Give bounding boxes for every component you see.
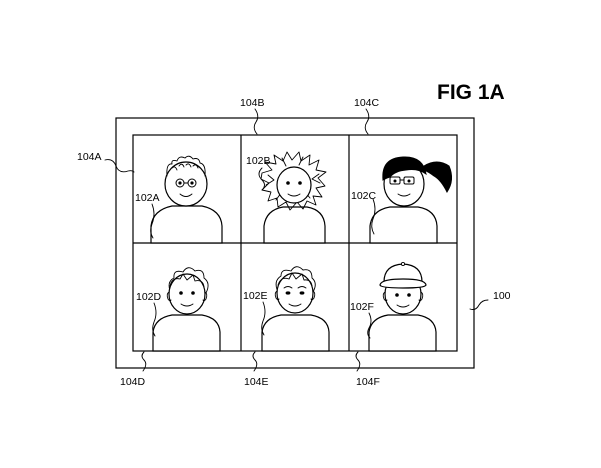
ref-100: 100 xyxy=(493,290,511,302)
smile-icon xyxy=(396,304,410,308)
left-eye-icon xyxy=(179,291,183,295)
cap-icon xyxy=(379,261,427,289)
leader-104f xyxy=(355,351,361,372)
participant-b-head xyxy=(276,166,312,204)
leader-104b xyxy=(253,108,259,135)
ref-102a: 102A xyxy=(135,192,160,204)
short-hair-icon xyxy=(275,266,316,293)
leader-102a xyxy=(150,203,155,239)
glasses-icon xyxy=(389,176,415,185)
leader-104a xyxy=(104,159,135,173)
participant-d-body xyxy=(152,314,221,352)
ref-104f: 104F xyxy=(356,376,380,388)
ref-102d: 102D xyxy=(136,291,162,303)
curly-hair-icon xyxy=(166,155,206,177)
ref-102b: 102B xyxy=(246,155,271,167)
smile-icon xyxy=(179,193,193,197)
right-eye-icon xyxy=(298,181,302,185)
ref-102c: 102C xyxy=(351,190,377,202)
right-eye-icon xyxy=(191,291,195,295)
participant-d xyxy=(152,267,221,352)
wild-hair-icon xyxy=(260,151,327,211)
figure-title: FIG 1A xyxy=(437,81,505,104)
participant-b xyxy=(260,151,327,244)
participant-e xyxy=(261,266,330,352)
participant-f-body xyxy=(368,314,437,352)
left-eye-icon xyxy=(286,181,290,185)
hair-curls-icon xyxy=(171,163,199,171)
ref-104a: 104A xyxy=(77,151,102,163)
participant-a xyxy=(150,155,223,244)
leader-104e xyxy=(252,351,258,372)
leader-104d xyxy=(141,351,147,372)
hair-icon xyxy=(382,156,427,181)
ears-icon xyxy=(274,290,316,301)
participant-e-head xyxy=(276,272,314,314)
smile-icon xyxy=(288,303,302,307)
participant-a-body xyxy=(150,205,223,244)
hair-fringe-icon xyxy=(169,273,205,288)
ponytail-icon xyxy=(423,161,453,193)
right-eye-icon xyxy=(407,293,411,297)
leader-102b xyxy=(258,167,265,191)
participant-c xyxy=(369,156,453,244)
smile-icon xyxy=(397,193,411,197)
device-outline xyxy=(115,117,475,369)
ref-104d: 104D xyxy=(120,376,146,388)
spiky-hair-icon xyxy=(168,267,209,294)
eyebrows-icon xyxy=(283,286,307,289)
participant-d-head xyxy=(168,273,206,315)
leader-102e xyxy=(261,301,266,336)
participant-e-body xyxy=(261,314,330,352)
left-eye-icon xyxy=(285,291,291,295)
leader-104c xyxy=(364,108,370,135)
participant-c-body xyxy=(369,206,438,244)
ears-icon xyxy=(166,291,208,302)
ref-102f: 102F xyxy=(350,301,374,313)
participant-b-body xyxy=(263,206,326,244)
ref-104c: 104C xyxy=(354,97,380,109)
participant-f xyxy=(368,261,437,352)
ref-102e: 102E xyxy=(243,290,268,302)
ref-104e: 104E xyxy=(244,376,269,388)
hair-fringe-icon xyxy=(277,272,313,287)
glasses-icon xyxy=(175,178,197,188)
leader-100 xyxy=(469,299,489,310)
participant-a-head xyxy=(164,161,208,207)
right-eye-icon xyxy=(299,291,305,295)
leader-102c xyxy=(371,198,376,235)
ears-icon xyxy=(382,291,424,302)
left-eye-icon xyxy=(395,293,399,297)
leader-102f xyxy=(367,312,372,339)
ref-104b: 104B xyxy=(240,97,265,109)
smile-icon xyxy=(180,303,194,307)
leader-102d xyxy=(152,302,157,337)
smile-icon xyxy=(287,193,301,197)
